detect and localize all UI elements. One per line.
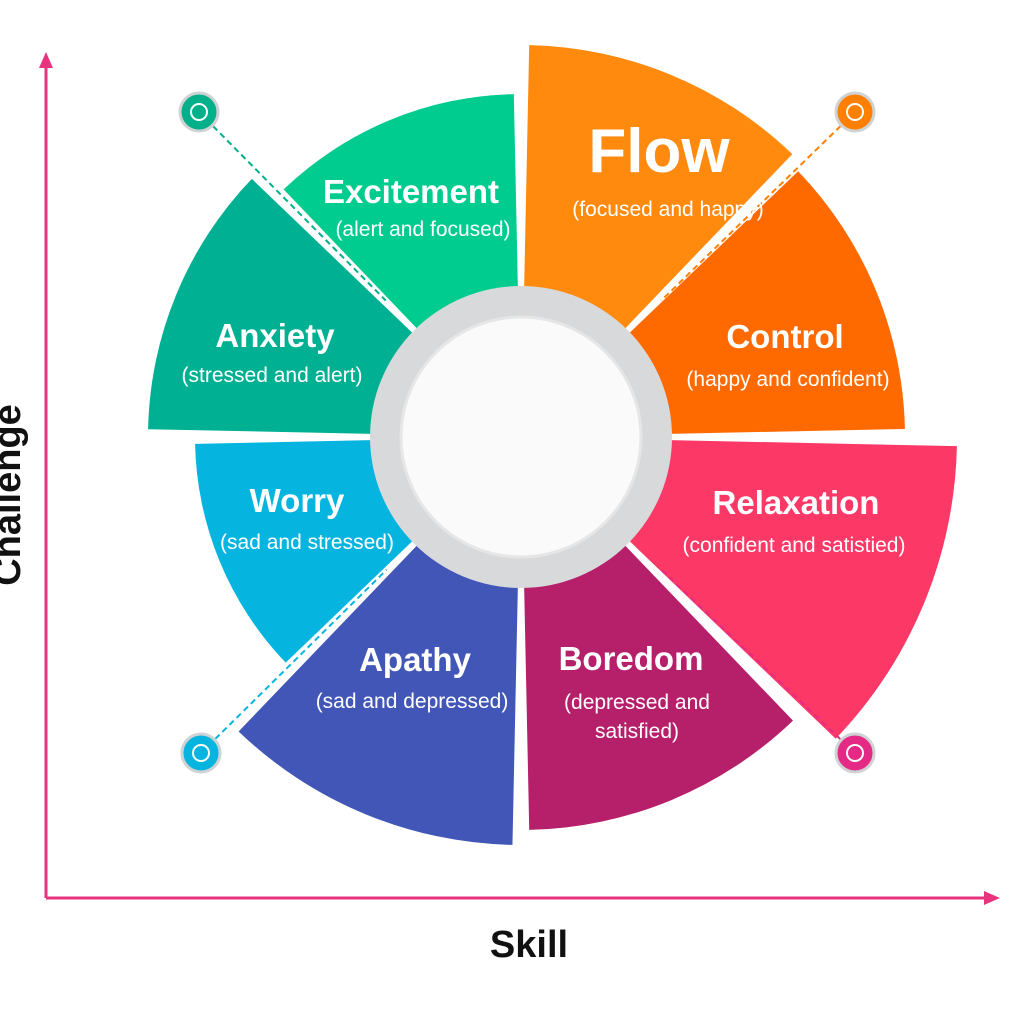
x-axis-arrow-icon — [984, 891, 1000, 905]
flow-label: Flow — [588, 117, 730, 186]
excitement-subtitle: (alert and focused) — [335, 218, 510, 241]
x-axis-label: Skill — [490, 924, 568, 966]
axes: Skill Challenge — [0, 52, 1000, 966]
control-label: Control — [726, 318, 843, 355]
bottom-right-dashed-line — [660, 568, 856, 754]
top-left-marker-icon — [178, 91, 220, 133]
top-left-marker-ring-icon — [190, 103, 208, 121]
relaxation-subtitle: (confident and satistied) — [683, 534, 906, 557]
anxiety-label: Anxiety — [215, 317, 335, 354]
apathy-label: Apathy — [359, 641, 471, 678]
anxiety-subtitle: (stressed and alert) — [182, 364, 363, 387]
hub-inner-circle — [399, 315, 643, 559]
boredom-subtitle: (depressed and — [564, 691, 710, 714]
diagonal-dashed-lines — [198, 111, 856, 754]
top-right-dashed-line — [660, 111, 856, 302]
bottom-right-marker-icon — [834, 732, 876, 774]
flow-subtitle: (focused and happy) — [572, 198, 763, 221]
top-right-marker-icon — [834, 91, 876, 133]
bottom-left-marker-ring-icon — [192, 744, 210, 762]
y-axis-arrow-icon — [39, 52, 53, 68]
worry-subtitle: (sad and stressed) — [220, 531, 394, 554]
worry-label: Worry — [250, 482, 345, 519]
excitement-label: Excitement — [323, 173, 499, 210]
corner-markers — [178, 91, 876, 774]
center-hub — [370, 286, 672, 588]
sector-labels: Control (happy and confident) Relaxation… — [182, 117, 906, 743]
bottom-left-dashed-line — [200, 569, 388, 754]
y-axis-label: Challenge — [0, 404, 29, 586]
boredom-label: Boredom — [559, 640, 704, 677]
apathy-subtitle: (sad and depressed) — [316, 690, 509, 713]
top-left-dashed-line — [198, 111, 387, 302]
bottom-right-marker-ring-icon — [846, 744, 864, 762]
top-right-marker-ring-icon — [846, 103, 864, 121]
boredom-subtitle-line2: satisfied) — [595, 720, 679, 743]
relaxation-label: Relaxation — [713, 484, 880, 521]
control-subtitle: (happy and confident) — [686, 368, 889, 391]
sector-wedges — [148, 45, 957, 845]
bottom-left-marker-icon — [180, 732, 222, 774]
